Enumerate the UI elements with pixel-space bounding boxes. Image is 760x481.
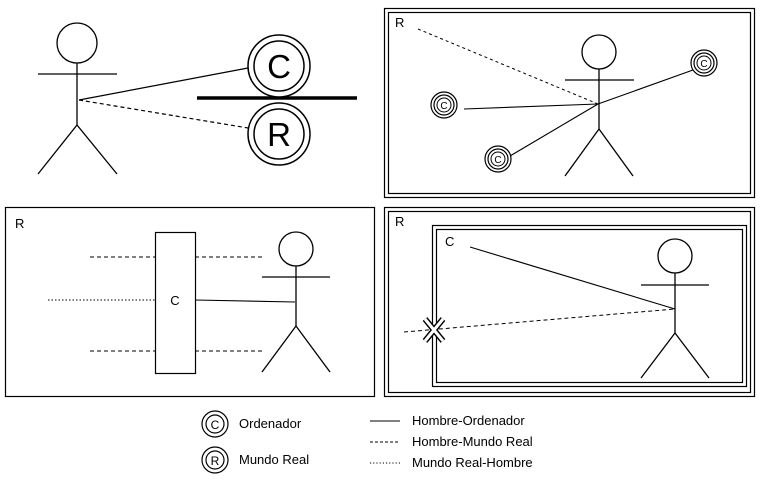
solid-line-man-computer bbox=[194, 299, 296, 303]
legend-solid-label: Hombre-Ordenador bbox=[412, 413, 525, 428]
svg-text:R: R bbox=[211, 454, 220, 468]
top-left-scene: C R bbox=[37, 22, 357, 175]
stick-figure-man bbox=[37, 22, 118, 175]
dashed-line-realworld-man bbox=[417, 28, 599, 105]
panel-label: R bbox=[395, 15, 404, 30]
computer-letter: C bbox=[700, 59, 707, 70]
legend-dashed-label: Hombre-Mundo Real bbox=[412, 434, 533, 449]
bottom-left-panel: R C bbox=[4, 206, 376, 398]
computer-letter: C bbox=[440, 101, 447, 112]
blocked-x-icon bbox=[422, 317, 446, 343]
dashed-line-man-realworld bbox=[403, 308, 676, 333]
computer-icon-small: C bbox=[430, 91, 458, 119]
stick-figure-man bbox=[564, 34, 634, 177]
svg-text:C: C bbox=[211, 418, 220, 432]
legend-dotted-label: Mundo Real-Hombre bbox=[412, 455, 533, 470]
solid-line-man-computer-left bbox=[463, 103, 599, 110]
solid-line-man-computer bbox=[78, 67, 249, 101]
legend-realworld-label: Mundo Real bbox=[239, 452, 309, 467]
computer-letter: C bbox=[267, 48, 291, 85]
computer-icon-large: C bbox=[247, 34, 311, 98]
computer-icon-small: C bbox=[690, 49, 718, 77]
panel-label: R bbox=[15, 216, 24, 231]
computer-box bbox=[154, 231, 197, 375]
legend-computer-label: Ordenador bbox=[239, 416, 302, 431]
stick-figure-man bbox=[640, 238, 710, 379]
stick-figure-man bbox=[261, 231, 331, 373]
top-right-panel: R C C C bbox=[383, 7, 756, 199]
dashed-line-man-realworld bbox=[78, 99, 249, 129]
realworld-icon-large: R bbox=[247, 102, 311, 166]
realworld-letter: R bbox=[267, 116, 291, 153]
solid-line-man-computer-right bbox=[597, 69, 694, 105]
solid-line-man-computer bbox=[469, 246, 676, 310]
legend-computer-icon: C bbox=[201, 410, 229, 438]
panel-label: R bbox=[395, 214, 404, 229]
legend-realworld-icon: R bbox=[201, 446, 229, 474]
computer-letter: C bbox=[494, 155, 501, 166]
computer-box-label: C bbox=[170, 293, 179, 308]
solid-line-man-computer-lower bbox=[509, 103, 599, 157]
computer-icon-small: C bbox=[484, 145, 512, 173]
bottom-right-panel: R C bbox=[383, 206, 756, 398]
legend: C Ordenador R Mundo Real Hombre-Ordenado… bbox=[201, 410, 533, 474]
inner-panel-label: C bbox=[445, 234, 454, 249]
